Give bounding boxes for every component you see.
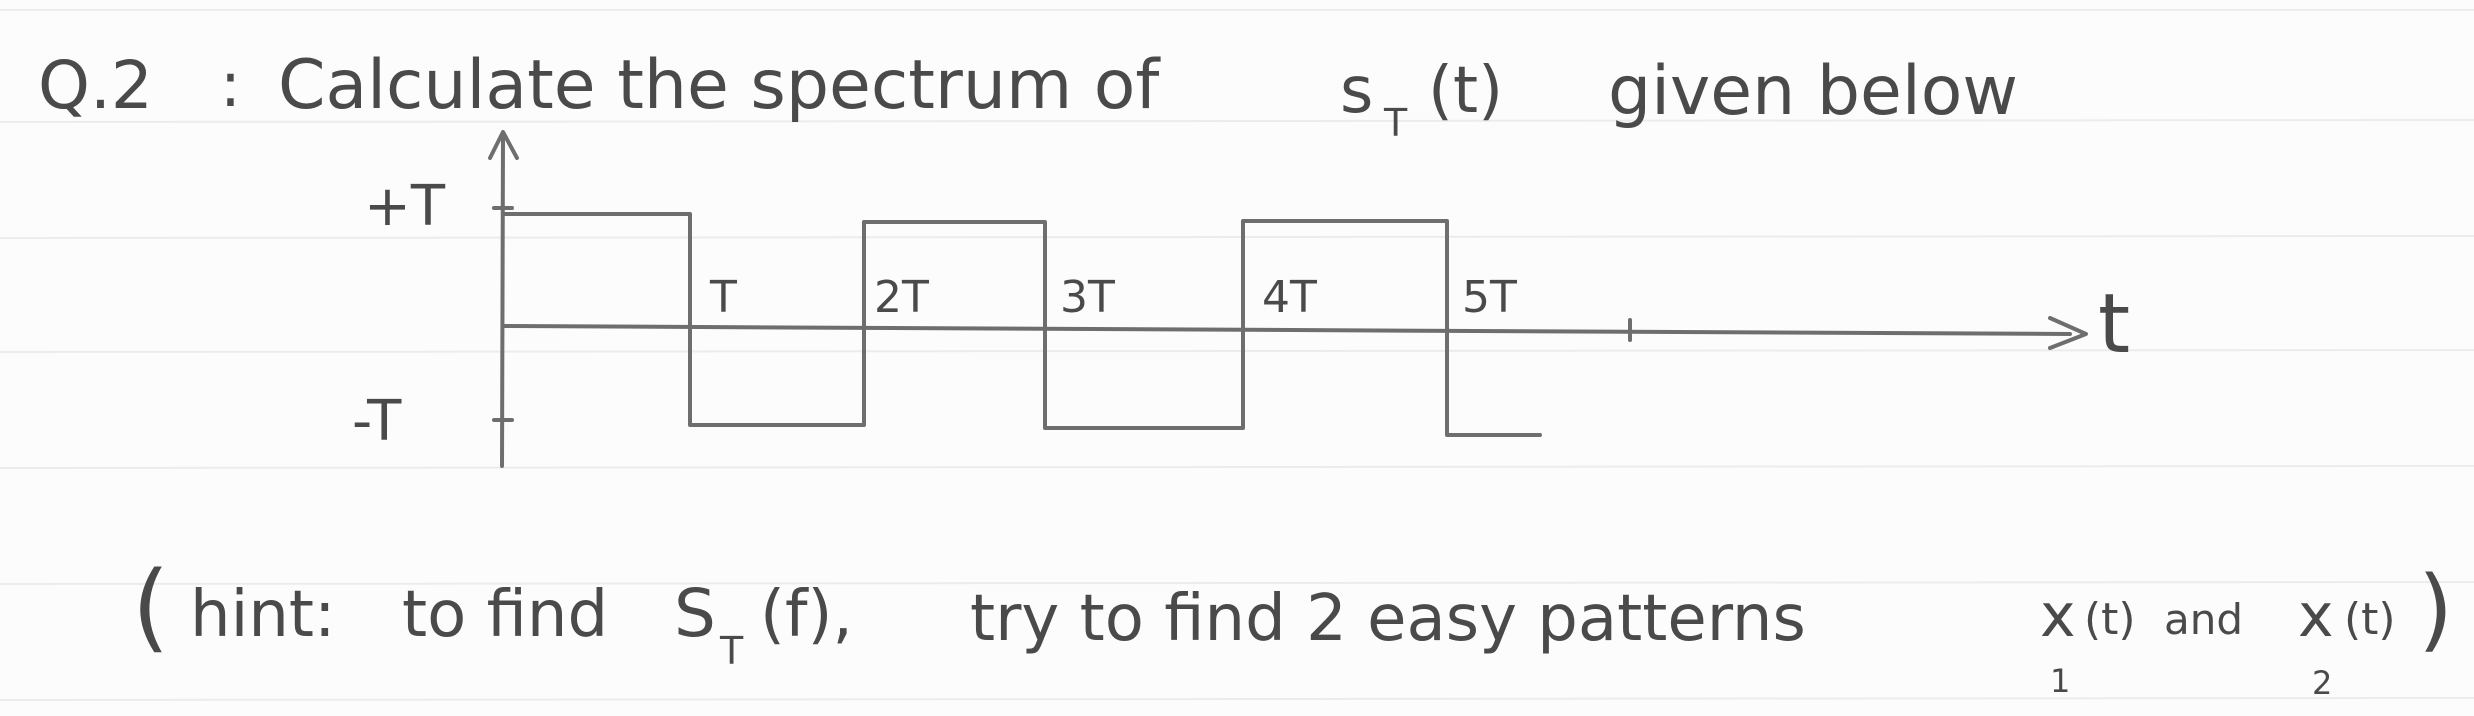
hint-close-paren: ) xyxy=(2418,557,2453,662)
hint-to-find: to find xyxy=(402,578,608,652)
question-tail: given below xyxy=(1608,52,2018,131)
ruled-lines xyxy=(0,9,2474,701)
hint-and: and xyxy=(2164,595,2243,644)
period-label-4t: 4T xyxy=(1262,272,1317,323)
hint-x2: x xyxy=(2298,581,2334,651)
question-colon: : xyxy=(220,48,241,121)
y-axis xyxy=(500,133,505,468)
square-wave xyxy=(501,212,1542,437)
hint-instruction: try to find 2 easy patterns xyxy=(970,582,1806,656)
question-signal: s xyxy=(1340,54,1373,128)
hint-spectrum-argument: (f), xyxy=(760,578,853,652)
y-label-negative: -T xyxy=(352,389,402,454)
question-number: Q.2 xyxy=(38,47,153,124)
y-label-positive: +T xyxy=(364,174,446,239)
hint-x2-subscript: 2 xyxy=(2312,664,2332,702)
hint-x1: x xyxy=(2040,581,2076,651)
question-text: Calculate the spectrum of xyxy=(278,46,1161,125)
hint-x1-subscript: 1 xyxy=(2050,662,2070,700)
hint-open-paren: ( xyxy=(132,551,169,663)
question-line: Q.2 : Calculate the spectrum of s T (t) … xyxy=(38,46,2018,145)
hint-spectrum: S xyxy=(674,575,716,652)
time-axis xyxy=(501,324,2072,336)
time-axis-label: t xyxy=(2098,277,2130,372)
period-label-3t: 3T xyxy=(1060,272,1115,323)
waveform-figure: +T -T T 2T 3T 4T 5T t xyxy=(352,130,2130,468)
period-label-2t: 2T xyxy=(874,272,929,323)
hint-x2-argument: (t) xyxy=(2344,594,2396,645)
question-signal-argument: (t) xyxy=(1428,54,1503,128)
hint-line: ( hint: to find S T (f), try to find 2 e… xyxy=(132,551,2453,702)
hint-spectrum-subscript: T xyxy=(719,629,744,673)
time-axis-arrow xyxy=(2048,316,2088,350)
y-axis-arrow xyxy=(488,130,519,160)
question-signal-subscript: T xyxy=(1383,101,1408,145)
hint-x1-argument: (t) xyxy=(2084,594,2136,645)
hint-lead: hint: xyxy=(190,578,336,652)
period-label-5t: 5T xyxy=(1462,272,1517,323)
period-label-t: T xyxy=(709,272,737,323)
